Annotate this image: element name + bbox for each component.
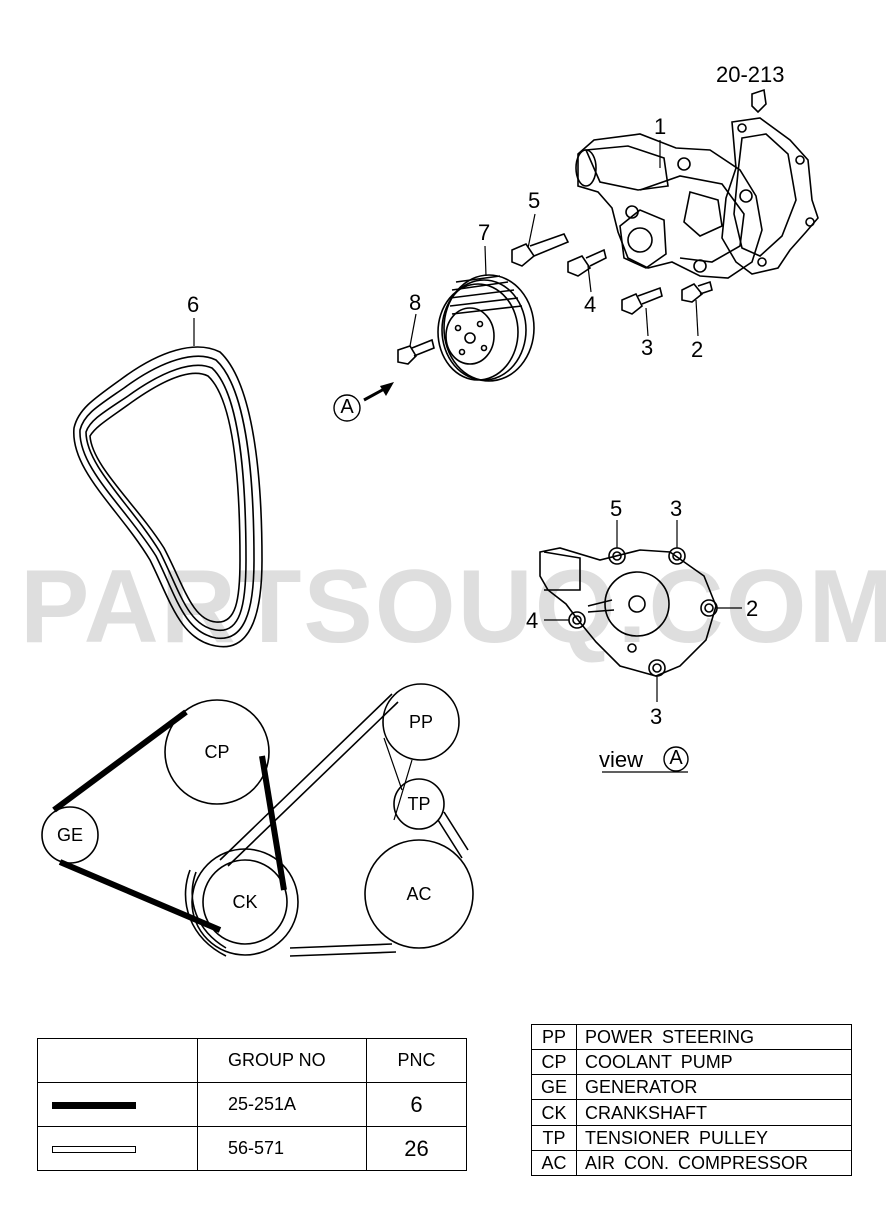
line-swatch-thin-cell: [37, 1126, 198, 1171]
legend-code: TP: [531, 1124, 577, 1151]
callout-1: 1: [654, 114, 667, 139]
legend-code: PP: [531, 1023, 577, 1051]
thin-line-swatch: [52, 1145, 136, 1153]
group-no-header: GROUP NO: [197, 1038, 367, 1083]
pulley-label-ge: GE: [56, 825, 83, 845]
bolt-8: [397, 338, 435, 365]
leader-lines: [193, 140, 742, 773]
view-arrow: [363, 386, 387, 402]
gasket-drawing: [721, 117, 819, 275]
view-callout-3-top: 3: [670, 496, 683, 521]
pnc-cell: 6: [366, 1082, 467, 1127]
view-label: view: [599, 747, 644, 772]
pulley-tp: [393, 778, 445, 830]
bolt-5: [511, 233, 570, 267]
view-arrow-circle: [333, 394, 361, 422]
pulley-label-pp: PP: [408, 712, 433, 732]
table-row: 25-251A 6: [37, 1082, 467, 1127]
pnc-cell: 26: [366, 1126, 467, 1171]
legend-code: CP: [531, 1049, 577, 1076]
gasket-tag: [751, 88, 767, 114]
bolt-3: [621, 286, 663, 315]
pulley-label-ck: CK: [232, 892, 258, 912]
water-pump-drawing: [575, 133, 763, 279]
view-arrow-letter: A: [340, 396, 354, 418]
view-callout-4: 4: [526, 608, 539, 633]
bolt-2: [681, 280, 713, 303]
callout-5: 5: [528, 188, 541, 213]
callout-3: 3: [641, 335, 654, 360]
legend-code: CK: [531, 1099, 577, 1126]
belt-routing-drawing: [41, 683, 474, 957]
group-table-line-header: [37, 1038, 198, 1083]
belt-drawing: [73, 346, 263, 648]
pulley-drawing: [437, 274, 535, 382]
callout-2: 2: [691, 337, 704, 362]
pulley-label-cp: CP: [204, 742, 230, 762]
group-table: GROUP NO PNC 25-251A 6 56-571 26: [37, 1038, 467, 1171]
group-no-cell: 56-571: [197, 1126, 367, 1171]
pulley-label-tp: TP: [407, 794, 431, 814]
view-letter: A: [669, 747, 683, 769]
legend-desc: COOLANT PUMP: [576, 1049, 852, 1076]
pulley-label-ac: AC: [406, 884, 432, 904]
legend-desc: POWER STEERING: [576, 1023, 852, 1051]
view-callout-3-bottom: 3: [650, 704, 663, 729]
bolt-4: [567, 248, 607, 277]
view-callout-2: 2: [746, 596, 759, 621]
group-no-cell: 25-251A: [197, 1082, 367, 1127]
pnc-header: PNC: [366, 1038, 467, 1083]
legend-desc: AIR CON. COMPRESSOR: [576, 1149, 852, 1177]
legend-desc: TENSIONER PULLEY: [576, 1124, 852, 1151]
legend-code: GE: [531, 1074, 577, 1101]
view-a-drawing: [539, 547, 718, 677]
pulley-cp: [164, 699, 270, 805]
callout-4: 4: [584, 292, 597, 317]
callout-6: 6: [187, 292, 200, 317]
callout-7: 7: [478, 220, 491, 245]
callout-8: 8: [409, 290, 422, 315]
view-callout-5: 5: [610, 496, 623, 521]
line-swatch-thick-cell: [37, 1082, 198, 1127]
view-letter-circle: [663, 746, 689, 772]
pulley-pp: [382, 683, 460, 761]
callout-20-213: 20-213: [716, 62, 785, 87]
legend-code: AC: [531, 1149, 577, 1177]
legend-desc: CRANKSHAFT: [576, 1099, 852, 1126]
thick-belt-route: [52, 709, 287, 933]
legend-desc: GENERATOR: [576, 1074, 852, 1101]
pulley-ac: [364, 839, 474, 949]
table-row: 56-571 26: [37, 1126, 467, 1171]
thick-line-swatch: [52, 1101, 136, 1109]
